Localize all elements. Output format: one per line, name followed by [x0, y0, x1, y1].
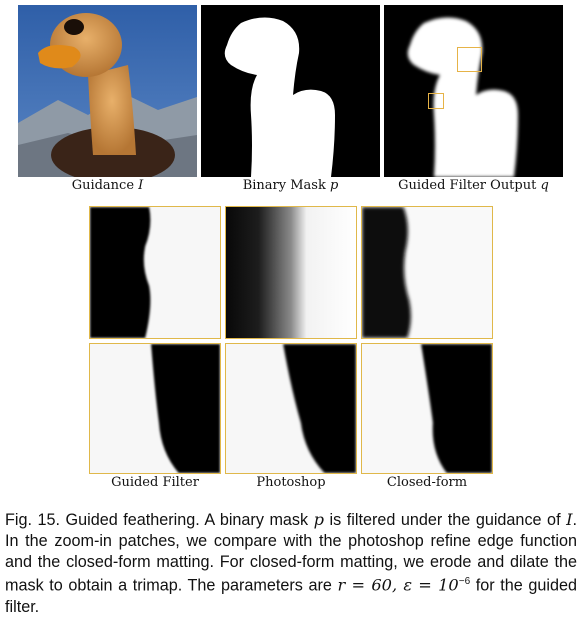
guidance-image	[18, 5, 197, 177]
guided-filter-output-image	[384, 5, 563, 177]
col-caption-closed-form: Closed-form	[386, 475, 468, 490]
col-caption-guided-filter: Guided Filter	[111, 475, 199, 490]
guidance-caption: Guidance I	[71, 178, 144, 193]
zoom-patch-guided-filter-upper	[89, 206, 221, 339]
binary-mask-caption: Binary Mask p	[242, 178, 339, 193]
col-caption-photoshop: Photoshop	[256, 475, 326, 490]
zoom-patch-photoshop-lower	[225, 343, 357, 474]
zoom-patch-photoshop-upper	[225, 206, 357, 339]
guided-output-caption: Guided Filter Output q	[398, 178, 549, 193]
zoom-patch-closed-form-lower	[361, 343, 493, 474]
zoom-region-box-upper	[457, 47, 482, 72]
figure-caption: Fig. 15. Guided feathering. A binary mas…	[5, 510, 577, 616]
zoom-patch-guided-filter-lower	[89, 343, 221, 474]
binary-mask-image	[201, 5, 380, 177]
zoom-region-box-lower	[428, 93, 444, 109]
zoom-patch-closed-form-upper	[361, 206, 493, 339]
